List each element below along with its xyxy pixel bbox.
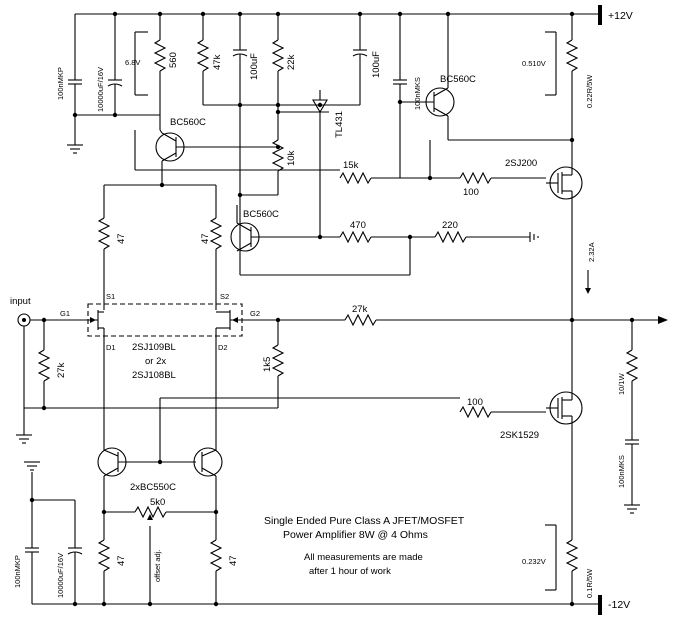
- description-line-2: Power Amplifier 8W @ 4 Ohms: [283, 529, 428, 541]
- pin-g1-label: G1: [60, 309, 70, 318]
- top-sense-resistor: [545, 14, 579, 140]
- pin-d2-label: D2: [218, 343, 228, 352]
- r-100-top-label: 100: [463, 187, 479, 198]
- description-line-4: after 1 hour of work: [309, 566, 391, 577]
- offset-adj-label: offset adj.: [153, 550, 162, 582]
- bottom-filter-caps: [24, 461, 83, 604]
- r-bot-sense-label: 0.1R/5W: [585, 568, 594, 598]
- c-bot-film-label: 100nMKP: [13, 555, 22, 588]
- bias-resistor-network: [153, 14, 410, 276]
- c-in-top-elec-label: 10000uF/16V: [96, 67, 105, 112]
- description-line-1: Single Ended Pure Class A JFET/MOSFET: [264, 515, 465, 527]
- input-label: input: [10, 296, 31, 307]
- tl431-label: TL431: [334, 111, 345, 138]
- v-bottom-right-label: 0.232V: [522, 557, 546, 566]
- bjt-emitter-resistors: [97, 539, 223, 604]
- r-zobel-label: 10/1W: [617, 372, 626, 395]
- c-top-right-label: 100nMKS: [413, 77, 422, 110]
- pin-d1-label: D1: [106, 343, 116, 352]
- jfet-source-resistors: [97, 184, 223, 310]
- jfet-desc-line-2: or 2x: [145, 356, 166, 367]
- offset-pot[interactable]: [104, 505, 216, 604]
- mosfet-top-label: 2SJ200: [505, 158, 537, 169]
- bottom-sense-resistor: [545, 524, 579, 604]
- r-560-label: 560: [168, 52, 179, 68]
- r-5k0-label: 5k0: [150, 497, 165, 508]
- zobel-network: [624, 320, 640, 514]
- negative-rail: [32, 595, 602, 615]
- r-47k-label: 47k: [212, 54, 223, 70]
- bc560c-top-transistor: [400, 14, 570, 141]
- v-top-right-label: 0.510V: [522, 59, 546, 68]
- positive-rail-label: +12V: [608, 10, 633, 22]
- r-1k5: [271, 320, 285, 408]
- mosfet-2sk1529: [159, 320, 583, 540]
- q-mid-bc-label: BC560C: [170, 117, 206, 128]
- r-22k-label: 22k: [286, 54, 297, 70]
- input-ground-path: [16, 320, 278, 444]
- junction-dots: [29, 11, 635, 607]
- gate-drive-resistors-top: [339, 140, 546, 185]
- bc550c-pair: [97, 352, 223, 540]
- c-out-label: 100nMKS: [617, 455, 626, 488]
- r-470-label: 470: [350, 220, 366, 231]
- tl431-shunt: [278, 90, 329, 235]
- feedback-and-output: [250, 313, 668, 327]
- r-47-right-label: 47: [200, 233, 211, 244]
- q-top-bc-label: BC560C: [440, 74, 476, 85]
- c-mid-1-label: 100uF: [249, 53, 260, 80]
- jfet-desc-line-1: 2SJ109BL: [132, 342, 176, 353]
- jfet-desc-line-3: 2SJ108BL: [132, 370, 176, 381]
- r-15k-label: 15k: [343, 160, 359, 171]
- r-47-bl-label: 47: [116, 555, 127, 566]
- current-arrow: [585, 270, 591, 294]
- c-bot-elec-label: 10000uF/16V: [56, 553, 65, 598]
- bc560c-mid-transistor: [134, 129, 340, 185]
- r-47-left-label: 47: [116, 233, 127, 244]
- negative-rail-label: -12V: [608, 599, 630, 611]
- description-line-3: All measurements are made: [304, 552, 423, 563]
- bc560c-left-transistor: [230, 205, 539, 275]
- r-1k5-label: 1k5: [262, 357, 273, 372]
- pin-s1-label: S1: [106, 292, 115, 301]
- r-top-sense-label: 0.22R/5W: [585, 74, 594, 108]
- v-top-left-label: 6.8V: [125, 58, 140, 67]
- bjt-pair-label: 2xBC550C: [130, 482, 176, 493]
- r-47-br-label: 47: [228, 555, 239, 566]
- r-27k-fb-label: 27k: [352, 304, 368, 315]
- c-mid-2-label: 100uF: [371, 51, 382, 78]
- pin-g2-label: G2: [250, 309, 260, 318]
- pin-s2-label: S2: [220, 292, 229, 301]
- r-10k-label: 10k: [286, 150, 297, 166]
- mosfet-bot-label: 2SK1529: [500, 430, 539, 441]
- r-100-bot-label: 100: [467, 397, 483, 408]
- positive-rail: [75, 5, 602, 25]
- c-in-top-film-label: 100nMKP: [56, 67, 65, 100]
- q-left-bc-label: BC560C: [243, 209, 279, 220]
- mosfet-2sj200: [546, 140, 583, 320]
- r-27k-in-label: 27k: [56, 362, 67, 378]
- jfet-pair: [76, 303, 250, 352]
- current-label: 2.32A: [587, 242, 596, 262]
- top-filter-caps: [67, 14, 160, 154]
- r-220-label: 220: [442, 220, 458, 231]
